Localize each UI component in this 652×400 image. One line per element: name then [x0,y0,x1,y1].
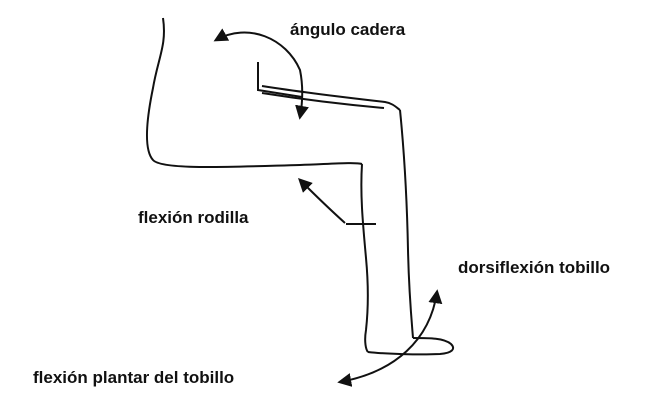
thigh-top-outline [261,85,401,111]
shin-front-outline [399,109,414,339]
hip-angle-arrow [213,28,309,120]
hip-angle-label: ángulo cadera [290,20,406,39]
knee-flexion-arrow [298,178,346,224]
ankle-dorsiflexion-label: dorsiflexión tobillo [458,258,611,277]
knee-flexion-label: flexión rodilla [138,208,249,227]
body-back-outline [145,17,363,169]
calf-back-outline [360,163,369,353]
ankle-plantar-flexion-label: flexión plantar del tobillo [33,368,235,387]
ankle-arrow [337,289,443,387]
